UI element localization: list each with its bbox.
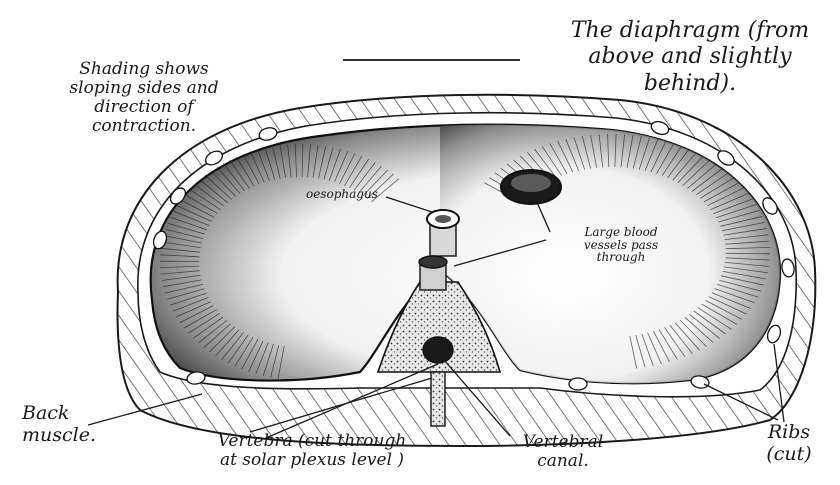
oesophagus-label: oesophagus xyxy=(306,188,378,201)
back-muscle-label: Back muscle. xyxy=(22,403,96,447)
ribs-label: Ribs (cut) xyxy=(746,422,832,466)
vertebral-spine xyxy=(431,372,445,426)
diagram-title: The diaphragm (from above and slightly b… xyxy=(540,18,840,97)
shading-stroke xyxy=(726,253,770,254)
shading-note: Shading shows sloping sides and directio… xyxy=(14,60,274,136)
rib-section-icon xyxy=(569,378,587,390)
vertebral-canal xyxy=(423,337,453,363)
aorta-opening xyxy=(419,256,447,268)
vertebral-canal-label: Vertebral canal. xyxy=(508,433,618,471)
vertebra-label: Vertebra (cut through at solar plexus le… xyxy=(182,432,442,470)
blood-vessels-label: Large blood vessels pass through xyxy=(566,226,676,264)
